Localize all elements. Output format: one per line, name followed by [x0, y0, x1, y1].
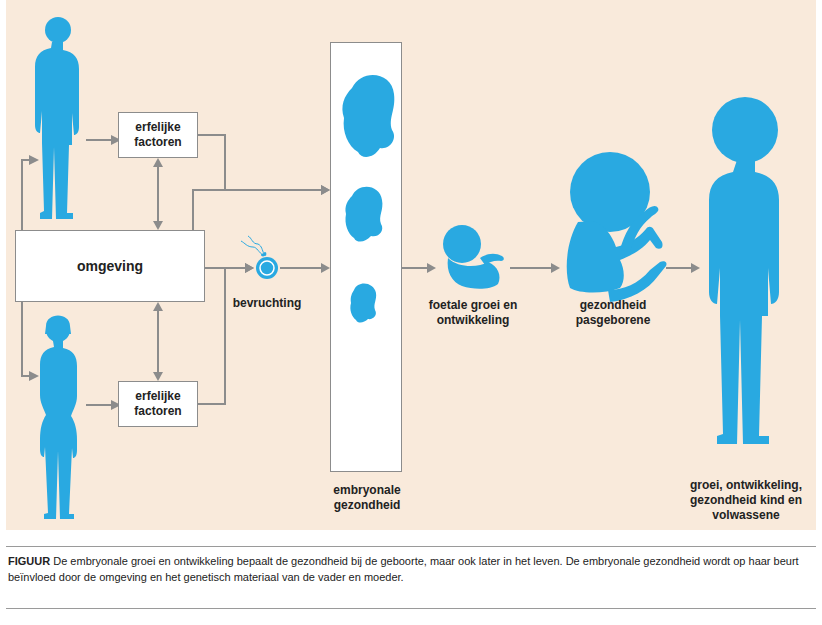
fetus-illustration: [443, 225, 504, 289]
connector-arrow: [402, 263, 436, 273]
connector-line: [198, 268, 246, 404]
arrowhead: [321, 185, 330, 195]
connector-line: [666, 267, 692, 269]
connector-line: [280, 267, 322, 269]
arrowhead: [153, 221, 163, 230]
connector-arrow: [193, 185, 330, 230]
connector-line: [198, 135, 322, 190]
connector-line: [510, 267, 552, 269]
connector-line: [157, 310, 159, 373]
caption-label: FIGUUR: [8, 555, 50, 567]
child-illustration: [709, 97, 779, 444]
connector-arrow: [510, 263, 560, 273]
fetus-node: foetale groei en ontwikkeling: [436, 222, 510, 290]
caption-rule: [6, 546, 816, 547]
connector-line: [402, 267, 428, 269]
caption-rule: [6, 608, 816, 609]
fertilization-node: bevruchting: [254, 256, 280, 280]
connector-line: [193, 190, 322, 230]
connector-arrow: [666, 263, 700, 273]
figure-label: bevruchting: [222, 296, 312, 311]
environment-box: omgeving: [15, 230, 205, 302]
arrowhead: [245, 263, 254, 273]
figure-label: foetale groei en ontwikkeling: [421, 298, 525, 328]
newborn-illustration: [567, 152, 667, 302]
figure-label: embryonale gezondheid: [319, 483, 415, 513]
connector-arrow: [198, 135, 330, 195]
arrowhead: [245, 263, 254, 273]
factor-box: erfelijke factoren: [118, 381, 198, 427]
embryo-illustrations: [342, 75, 394, 323]
arrowhead: [153, 158, 163, 167]
arrowhead: [427, 263, 436, 273]
embryo-box: embryonale gezondheid: [330, 42, 402, 472]
box-label: erfelijke factoren: [119, 389, 197, 419]
box-label: erfelijke factoren: [119, 120, 197, 150]
factor-box: erfelijke factoren: [118, 112, 198, 158]
figure-label: gezondheid pasgeborene: [561, 298, 665, 328]
arrowhead: [691, 263, 700, 273]
arrowhead: [153, 302, 163, 311]
sperm-cells: [241, 236, 264, 255]
box-label: omgeving: [77, 259, 143, 274]
child-node: groei, ontwikkeling, gezondheid kind en …: [700, 90, 792, 470]
figure-label: groei, ontwikkeling, gezondheid kind en …: [687, 478, 805, 523]
arrowhead: [321, 185, 330, 195]
egg-cell: [256, 257, 278, 279]
connector-line: [157, 166, 159, 222]
connector-arrow: [153, 302, 163, 381]
father-figure: [35, 17, 79, 219]
arrowhead: [321, 263, 330, 273]
mother-figure: [40, 316, 77, 520]
sperm-heads: [261, 252, 266, 256]
connector-arrow: [153, 158, 163, 230]
caption-block: FIGUUR De embryonale groei en ontwikkeli…: [8, 553, 808, 585]
arrowhead: [153, 372, 163, 381]
caption-text: De embryonale groei en ontwikkeling bepa…: [8, 555, 799, 583]
newborn-node: gezondheid pasgeborene: [560, 150, 666, 290]
connector-arrow: [280, 263, 330, 273]
arrowhead: [551, 263, 560, 273]
connector-arrow: [198, 263, 254, 404]
embryo-panel: [330, 42, 402, 472]
